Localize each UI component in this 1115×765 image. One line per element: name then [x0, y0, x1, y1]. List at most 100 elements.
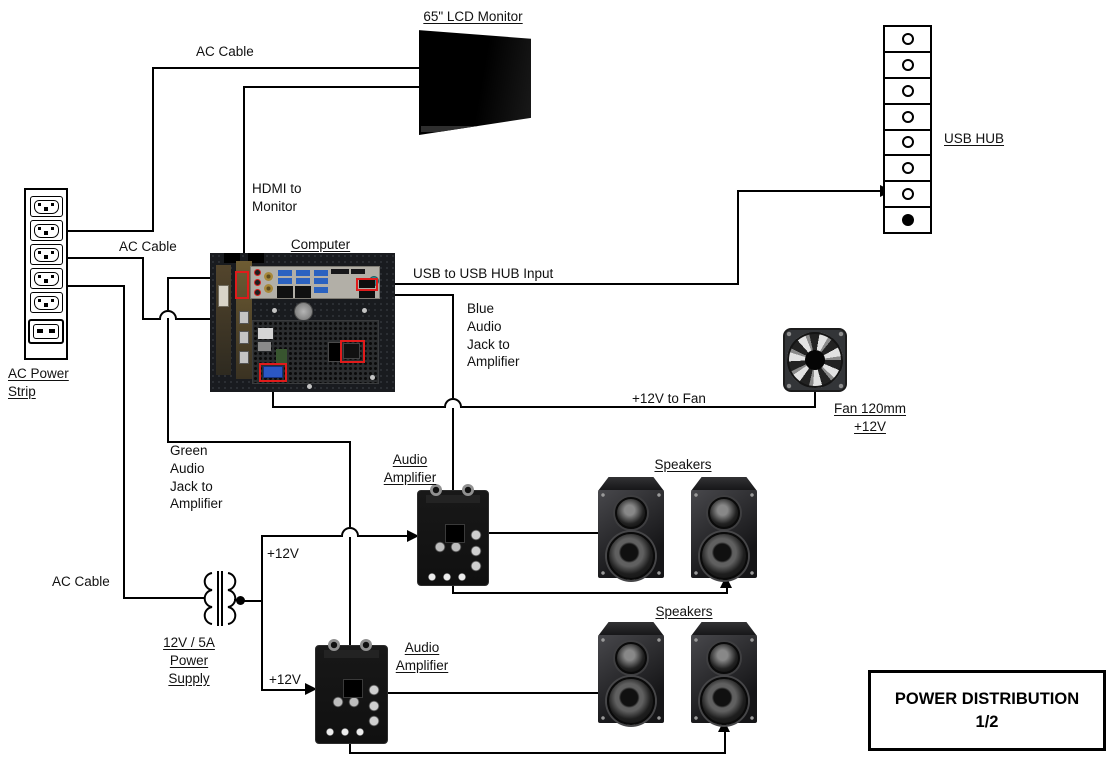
usb-hub-uplink-port: [885, 208, 930, 232]
speaker-image: [691, 622, 757, 725]
ac-outlet: [29, 244, 63, 265]
amp-header: [324, 650, 379, 658]
wire-crossover: [159, 310, 177, 320]
audio-jack: [254, 279, 261, 286]
wire-segment: [243, 86, 245, 274]
wire-segment: [452, 407, 454, 491]
wire-segment: [370, 294, 454, 296]
monitor-label: 65" LCD Monitor: [423, 9, 523, 24]
ac-outlet: [29, 220, 63, 241]
amp-chip: [445, 524, 465, 543]
usb-port-circle: [901, 58, 914, 71]
wire-segment: [375, 283, 739, 285]
wire-segment: [814, 390, 816, 408]
fan-label: Fan 120mm +12V: [833, 401, 907, 434]
speaker-front: [691, 490, 757, 580]
wire-segment: [142, 318, 159, 320]
wire-crossover: [444, 398, 462, 408]
ac-outlet-socket: [33, 247, 59, 262]
wire-segment: [142, 257, 144, 320]
speaker-front: [598, 490, 664, 580]
wire-segment: [240, 600, 262, 602]
speaker-top: [691, 622, 757, 636]
ac-cable-supply-label: AC Cable: [52, 574, 110, 589]
speaker-image: [691, 477, 757, 580]
usb-port-circle: [901, 32, 914, 45]
wire-segment: [452, 585, 454, 594]
wire-segment: [261, 600, 263, 691]
amp2-power-arrowhead: [305, 683, 317, 695]
usb3-port: [278, 278, 292, 284]
speaker-woofer: [607, 677, 655, 725]
wire-segment: [462, 406, 816, 408]
amp-chip: [343, 679, 363, 698]
ac-inlet-socket: [33, 324, 59, 339]
usb-hub-port: [885, 27, 930, 53]
amp1-power-arrowhead: [407, 530, 419, 542]
case-slot: [248, 253, 264, 263]
amp1-label: Audio Amplifier: [383, 452, 437, 485]
monitor-speaker-strip: [421, 126, 529, 132]
ac-outlet: [29, 268, 63, 289]
usb-cable-label: USB to USB HUB Input: [413, 266, 554, 281]
wire-segment: [737, 190, 880, 192]
speakers1-label: Speakers: [654, 457, 712, 472]
usb-hub-port: [885, 156, 930, 183]
wire-segment: [737, 190, 739, 285]
usb2-port: [359, 291, 375, 298]
usb-port-circle: [901, 110, 914, 123]
speakers2-label: Speakers: [655, 604, 713, 619]
audio-amplifier-1-image: [417, 484, 489, 586]
ac-inlet: [343, 343, 360, 359]
wire-segment: [724, 732, 726, 754]
wire-segment: [349, 536, 351, 646]
speaker-woofer: [607, 532, 655, 580]
video-port: [331, 269, 349, 274]
wire-segment: [123, 285, 125, 599]
wire-segment: [261, 535, 341, 537]
speaker-top: [598, 622, 664, 636]
usb-highlight-box: [356, 278, 378, 291]
usb-hub-port: [885, 79, 930, 105]
rca-jack: [360, 639, 372, 651]
ac-cable-computer-label: AC Cable: [119, 239, 177, 254]
wire-segment: [359, 535, 407, 537]
title-block-page: 1/2: [975, 712, 999, 731]
wire-segment: [167, 277, 169, 310]
usb3-port: [314, 278, 328, 284]
usb-hub-port: [885, 131, 930, 157]
ac-outlet-socket: [33, 295, 59, 310]
amp1-power-label: +12V: [267, 546, 299, 561]
speaker-image: [598, 622, 664, 725]
wire-segment: [167, 318, 169, 443]
hdmi-highlight-box: [235, 271, 249, 299]
case-slot: [224, 253, 240, 263]
usb-hub-input-port: [885, 182, 930, 209]
pcb-detail: [276, 349, 287, 364]
hdmi-cable-label: HDMI to Monitor: [252, 181, 302, 214]
wire-segment: [349, 441, 351, 527]
usb3-port: [296, 278, 310, 284]
fan-image: [783, 328, 847, 392]
blue-audio-label: Blue Audio Jack to Amplifier: [467, 301, 520, 370]
fan-power-connector: [263, 366, 283, 378]
fan-hub: [805, 350, 825, 370]
case-hole: [294, 302, 313, 321]
ethernet-port: [277, 286, 293, 298]
wire-crossover: [341, 527, 359, 537]
fan-power-label: +12V to Fan: [632, 391, 706, 406]
gpu-bracket: [216, 265, 231, 375]
rca-jack: [462, 484, 474, 496]
rca-jack: [328, 639, 340, 651]
speaker-top: [598, 477, 664, 491]
power-supply-label: 12V / 5A Power Supply: [163, 635, 215, 686]
usb-hub-port: [885, 105, 930, 131]
audio-amplifier-2-image: [315, 639, 388, 744]
audio-jack: [254, 269, 261, 276]
io-panel: [250, 266, 380, 299]
computer-label: Computer: [290, 237, 351, 252]
antenna-connector: [264, 284, 273, 293]
ethernet-port: [295, 286, 311, 298]
speaker-tweeter: [708, 497, 740, 529]
usb3-port: [314, 287, 328, 293]
